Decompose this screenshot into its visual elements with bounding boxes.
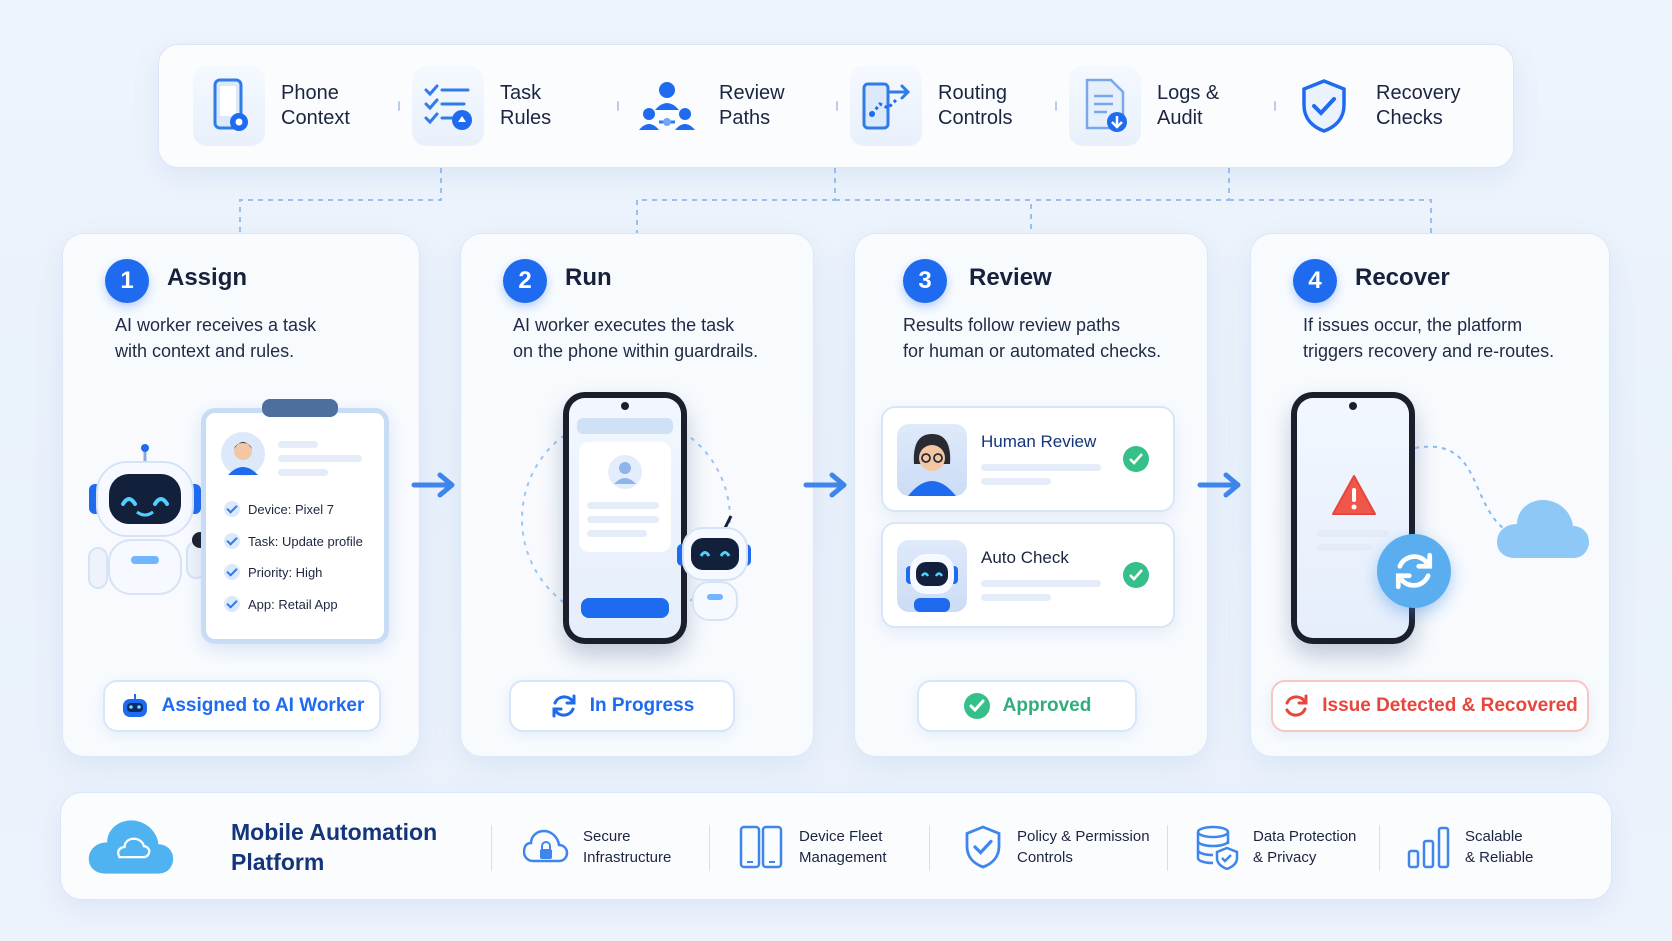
step-number: 1 [105, 259, 149, 303]
step-number: 2 [503, 259, 547, 303]
phone-icon [193, 66, 265, 146]
user-avatar-icon [221, 432, 265, 476]
capability-logs-audit[interactable]: Logs &Audit [1055, 45, 1274, 167]
check-circle-icon [963, 693, 990, 719]
check-icon [224, 501, 240, 517]
review-option-human[interactable]: Human Review [881, 406, 1175, 512]
task-detail-item: Device: Pixel 7 [224, 501, 334, 517]
status-badge-recovered[interactable]: Issue Detected & Recovered [1271, 680, 1589, 732]
status-badge-in-progress[interactable]: In Progress [509, 680, 735, 732]
task-detail-item: App: Retail App [224, 596, 338, 612]
status-badge-approved[interactable]: Approved [917, 680, 1137, 732]
phone-screen [569, 398, 681, 638]
step-title: Assign [167, 264, 248, 291]
step-title: Review [969, 264, 1052, 291]
flow-arrow [1197, 472, 1241, 498]
step-number: 4 [1293, 259, 1337, 303]
check-icon [224, 533, 240, 549]
review-option-auto[interactable]: Auto Check [881, 522, 1175, 628]
feature-data-protection: Data Protection& Privacy [1195, 817, 1356, 877]
database-shield-icon [1196, 825, 1239, 870]
shield-check-icon [1288, 66, 1360, 146]
task-clipboard: Device: Pixel 7 Task: Update profile Pri… [201, 399, 389, 644]
robot-icon [122, 694, 147, 717]
robot-avatar [897, 540, 967, 612]
warning-icon [1332, 475, 1376, 515]
check-icon [224, 596, 240, 612]
cloud-icon [88, 820, 174, 874]
people-network-icon [631, 66, 703, 146]
recovery-sync-icon [1377, 534, 1451, 608]
phone-mockup [563, 392, 687, 644]
check-circle-icon [1123, 562, 1149, 588]
user-icon [608, 455, 642, 489]
check-icon [224, 564, 240, 580]
robot-small-illustration [677, 515, 751, 621]
bar-chart-icon [1407, 826, 1450, 869]
step-title: Recover [1355, 264, 1450, 291]
human-reviewer-avatar [897, 424, 967, 496]
document-icon [1069, 66, 1141, 146]
task-detail-item: Priority: High [224, 564, 322, 580]
cloud-icon [1497, 500, 1589, 558]
flow-arrow [411, 472, 455, 498]
step-number: 3 [903, 259, 947, 303]
clipboard-clip [262, 399, 338, 417]
feature-scalable: Scalable& Reliable [1407, 817, 1533, 877]
step-title: Run [565, 264, 612, 291]
review-label: Auto Check [981, 548, 1069, 567]
phone-action-button [581, 598, 669, 618]
refresh-warning-icon [1285, 694, 1308, 717]
shield-check-icon [965, 825, 1001, 869]
refresh-icon [552, 694, 576, 718]
robot-illustration [88, 444, 208, 595]
review-label: Human Review [981, 432, 1097, 451]
task-detail-item: Task: Update profile [224, 533, 363, 549]
routing-icon [850, 66, 922, 146]
devices-icon [739, 825, 783, 869]
cloud-lock-icon [523, 829, 569, 863]
capability-label: Logs &Audit [1157, 82, 1220, 129]
flow-arrow [803, 472, 847, 498]
checklist-icon [412, 66, 484, 146]
status-badge-assigned[interactable]: Assigned to AI Worker [103, 680, 381, 732]
check-circle-icon [1123, 446, 1149, 472]
phone-screen [1297, 398, 1409, 638]
phone-mockup [1291, 392, 1415, 644]
